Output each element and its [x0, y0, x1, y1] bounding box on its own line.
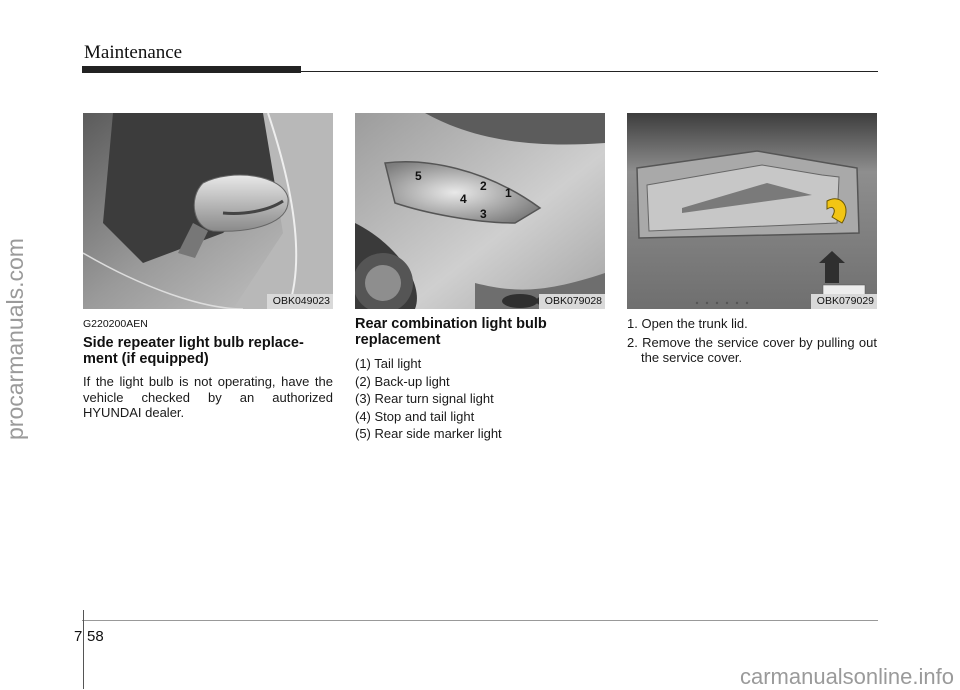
callout-4: 4 — [460, 192, 467, 206]
bottom-watermark: carmanualsonline.info — [739, 664, 954, 689]
list-item: 2. Remove the service cover by pulling o… — [627, 334, 877, 366]
callout-5: 5 — [415, 169, 422, 183]
section-code: G220200AEN — [83, 318, 148, 330]
callout-2: 2 — [480, 179, 487, 193]
callout-3: 3 — [480, 207, 487, 221]
header-rule-thin — [301, 71, 878, 72]
service-cover-illustration — [627, 113, 877, 309]
figure-code: OBK079029 — [810, 294, 877, 309]
list-item: 1. Open the trunk lid. — [627, 316, 748, 331]
list-item: (2) Back-up light — [355, 373, 450, 389]
list-item: (4) Stop and tail light — [355, 408, 475, 424]
figure-code: OBK049023 — [266, 294, 333, 309]
rear-combination-section: Rear combination light bulb replacement … — [355, 316, 605, 443]
chapter-number: 7 — [74, 628, 83, 645]
figure-code: OBK079028 — [538, 294, 605, 309]
footer-divider — [83, 610, 84, 689]
mirror-figure: OBK049023 — [83, 113, 333, 309]
service-cover-steps: 1. Open the trunk lid. 2. Remove the ser… — [627, 316, 877, 369]
callout-1: 1 — [505, 186, 512, 200]
list-item: (3) Rear turn signal light — [355, 391, 494, 406]
rear-light-figure: 5 2 1 4 3 OBK079028 — [355, 113, 605, 309]
side-watermark: procarmanuals.com — [2, 238, 28, 440]
steps-list: 1. Open the trunk lid. 2. Remove the ser… — [627, 316, 877, 366]
section-body: If the light bulb is not operating, have… — [83, 374, 333, 420]
service-cover-figure: OBK079029 — [627, 113, 877, 309]
list-item: (1) Tail light — [355, 356, 422, 371]
header-rule-thick — [82, 66, 301, 73]
parts-list: (1) Tail light (2) Back-up light (3) Rea… — [355, 355, 605, 443]
footer-rule — [82, 620, 878, 621]
section-title: Side repeater light bulb replace-ment (i… — [83, 335, 304, 367]
list-item: (5) Rear side marker light — [355, 426, 502, 441]
rear-light-illustration — [355, 113, 605, 309]
section-title: Rear combination light bulb replacement — [355, 316, 547, 348]
mirror-illustration — [83, 113, 333, 309]
page-number: 58 — [87, 628, 104, 645]
side-repeater-section: G220200AEN Side repeater light bulb repl… — [83, 318, 333, 421]
page-header-title: Maintenance — [84, 42, 183, 63]
